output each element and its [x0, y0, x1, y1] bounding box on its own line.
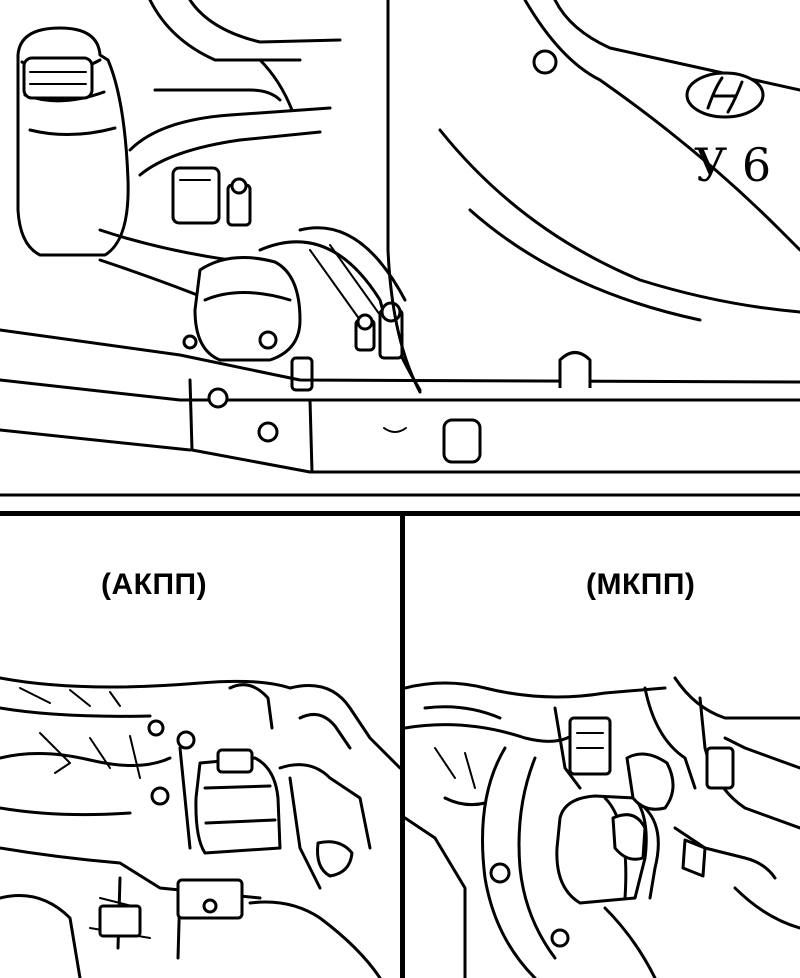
engine-cover-badge: У 6: [694, 138, 772, 192]
top-engine-bay-drawing: [0, 0, 800, 497]
caption-manual-transmission: (МКПП): [586, 568, 696, 601]
strut-mount: [171, 166, 302, 362]
vertical-divider: [400, 516, 405, 978]
at-mount-block: [147, 719, 282, 855]
reservoir-tank: [16, 26, 130, 257]
caption-automatic-transmission: (АКПП): [101, 568, 208, 601]
mount-bolts: [182, 301, 404, 392]
manual-transmission-mount-drawing: [405, 676, 800, 978]
horizontal-divider: [0, 511, 800, 516]
mt-mount-block: [555, 794, 660, 905]
engine-cover: [386, 0, 800, 394]
automatic-transmission-mount-drawing: [0, 676, 400, 978]
